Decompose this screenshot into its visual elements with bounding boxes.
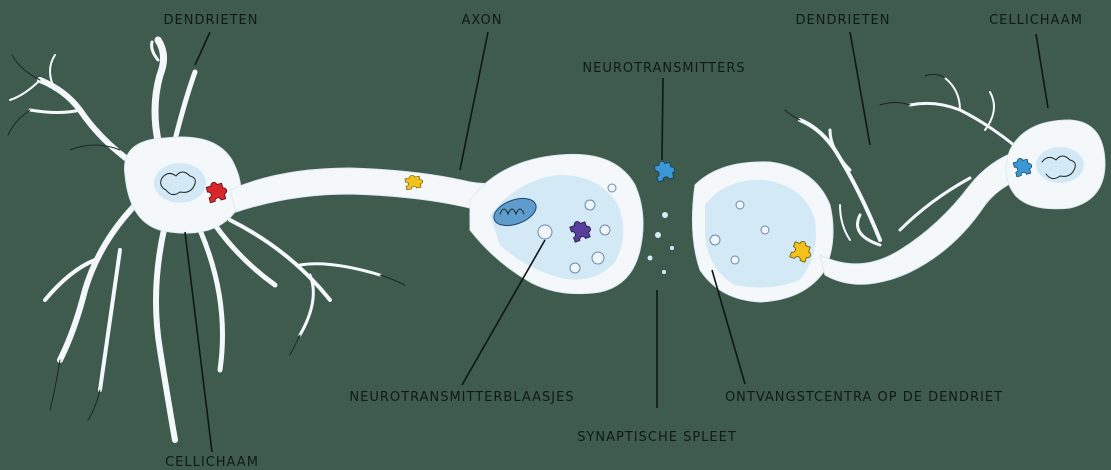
- left-dendrites: [10, 40, 380, 440]
- label-neurotransmitterblaasjes: NEUROTRANSMITTERBLAASJES: [349, 390, 574, 405]
- released-neurotransmitters: [648, 212, 675, 274]
- label-ontvangstcentra: ONTVANGSTCENTRA OP DE DENDRIET: [725, 390, 1003, 405]
- puzzle-piece-icon: [653, 159, 676, 182]
- left-nucleus: [154, 163, 206, 203]
- label-dendrieten-left: DENDRIETEN: [164, 13, 259, 28]
- label-neurotransmitters: NEUROTRANSMITTERS: [582, 61, 745, 76]
- label-cellichaam-left: CELLICHAAM: [165, 455, 259, 470]
- label-synaptische-spleet: SYNAPTISCHE SPLEET: [577, 430, 737, 445]
- right-nucleus: [1036, 147, 1084, 183]
- label-axon: AXON: [462, 13, 503, 28]
- left-dendrite-fine-lines: [8, 55, 405, 420]
- right-dendrite-branches: [800, 78, 1020, 245]
- label-cellichaam-right: CELLICHAAM: [989, 13, 1083, 28]
- label-dendrieten-right: DENDRIETEN: [796, 13, 891, 28]
- right-dendrite-shaft: [820, 150, 1030, 284]
